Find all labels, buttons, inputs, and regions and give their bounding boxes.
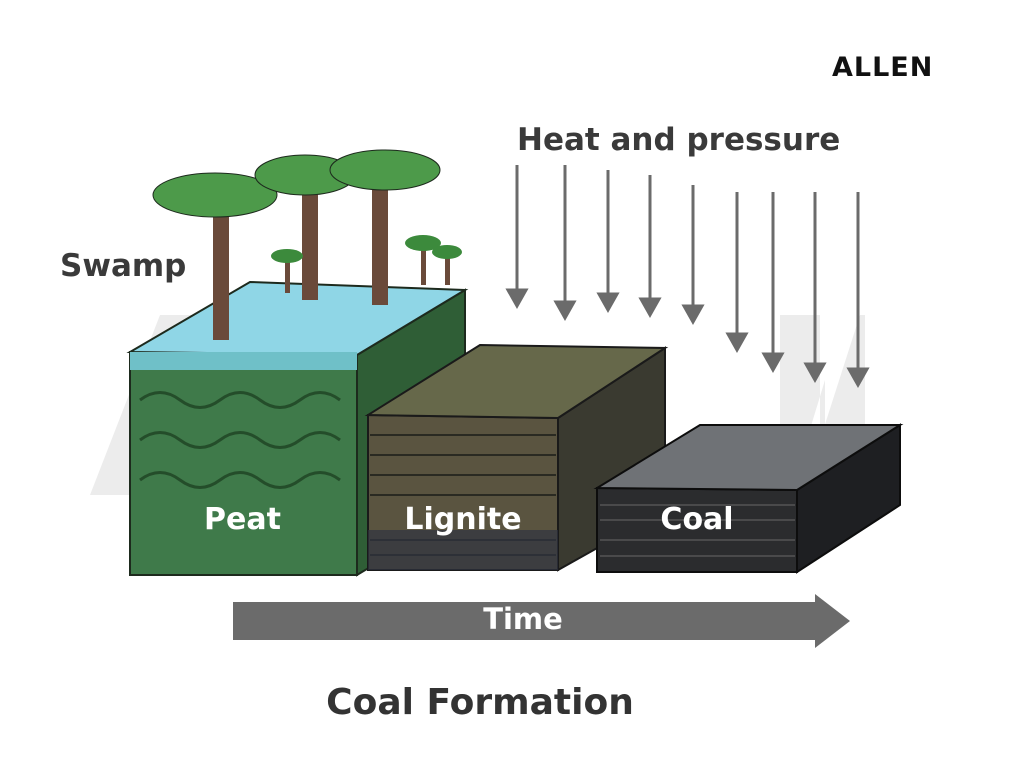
heat-and-pressure-label: Heat and pressure	[517, 122, 841, 158]
allen-logo: ALLEN	[832, 52, 934, 83]
time-arrow	[233, 594, 850, 648]
coal-block	[593, 423, 904, 574]
swamp-trees	[152, 149, 462, 340]
coal-label: Coal	[660, 502, 734, 537]
time-label: Time	[483, 602, 563, 636]
pressure-arrow	[761, 192, 785, 374]
swamp-label: Swamp	[60, 248, 187, 284]
diagram-title: Coal Formation	[326, 682, 634, 723]
lignite-label: Lignite	[404, 502, 522, 537]
pressure-arrow	[681, 185, 705, 326]
pressure-arrow	[803, 192, 827, 384]
peat-label: Peat	[204, 502, 281, 537]
pressure-arrows	[505, 165, 870, 389]
pressure-arrow	[846, 192, 870, 389]
pressure-arrow	[553, 165, 577, 322]
pressure-arrow	[638, 175, 662, 319]
pressure-arrow	[725, 192, 749, 354]
lignite-block	[364, 343, 669, 572]
pressure-arrow	[596, 170, 620, 314]
pressure-arrow	[505, 165, 529, 310]
